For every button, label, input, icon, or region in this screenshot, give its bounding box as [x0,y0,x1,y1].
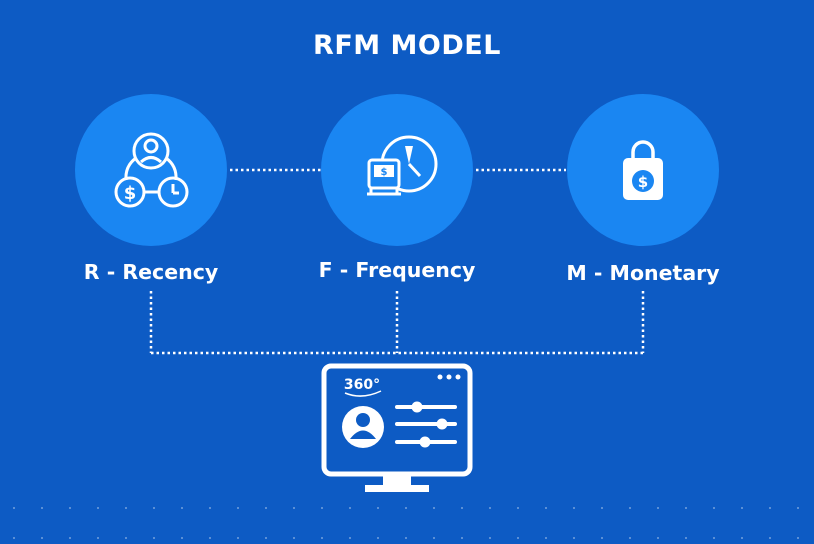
grid-dot [657,537,659,539]
grid-dot [209,537,211,539]
frequency-label: F - Frequency [318,258,476,282]
grid-dot [265,537,267,539]
grid-dot [769,537,771,539]
grid-dot [797,537,799,539]
grid-dot [237,537,239,539]
grid-dot [377,537,379,539]
register-clock-icon: $ [367,135,438,196]
grid-dot [601,537,603,539]
frequency-circle: $ [321,94,473,246]
grid-dot [293,507,295,509]
grid-dot [209,507,211,509]
monetary-label: M - Monetary [566,261,720,285]
grid-dot [545,537,547,539]
grid-dot [181,537,183,539]
grid-dot [125,507,127,509]
grid-dot [489,537,491,539]
grid-dot [629,507,631,509]
grid-dot [97,507,99,509]
grid-dot [741,507,743,509]
grid-dot [573,507,575,509]
grid-dot [321,537,323,539]
grid-dot [657,507,659,509]
grid-dot [349,537,351,539]
grid-dot [489,507,491,509]
grid-dot [265,507,267,509]
grid-dot [321,507,323,509]
grid-dot [41,537,43,539]
grid-dot [153,507,155,509]
grid-dot [545,507,547,509]
grid-dot [461,537,463,539]
grid-dot [433,507,435,509]
recency-label: R - Recency [83,260,219,284]
grid-dot [13,537,15,539]
grid-dot [685,537,687,539]
grid-dot [741,537,743,539]
grid-dot [517,537,519,539]
monetary-circle: $ [567,94,719,246]
grid-dot [349,507,351,509]
badge-360: 360° [344,377,380,393]
grid-dot [713,507,715,509]
grid-dot [797,507,799,509]
grid-dot [13,507,15,509]
svg-text:$: $ [124,183,137,204]
grid-dot [713,537,715,539]
grid-dot [405,537,407,539]
customer-network-icon: $ [114,132,189,208]
grid-dot [237,507,239,509]
grid-dot [41,507,43,509]
diagram-title: RFM MODEL [313,30,501,61]
shopping-bag-dollar-icon: $ [623,140,663,200]
grid-dot [125,537,127,539]
grid-dot [433,537,435,539]
grid-dot [69,507,71,509]
svg-text:$: $ [381,167,388,178]
recency-circle: $ [75,94,227,246]
grid-dot [153,537,155,539]
svg-text:$: $ [638,173,648,191]
customer-360-monitor-icon: 360° [321,363,473,492]
grid-dot [181,507,183,509]
grid-dot [377,507,379,509]
grid-dot [629,537,631,539]
grid-dot [573,537,575,539]
grid-dot [405,507,407,509]
grid-dot [461,507,463,509]
decorative-dot-grid [13,507,799,539]
grid-dot [97,537,99,539]
grid-dot [69,537,71,539]
grid-dot [601,507,603,509]
grid-dot [769,507,771,509]
grid-dot [685,507,687,509]
grid-dot [293,537,295,539]
grid-dot [517,507,519,509]
